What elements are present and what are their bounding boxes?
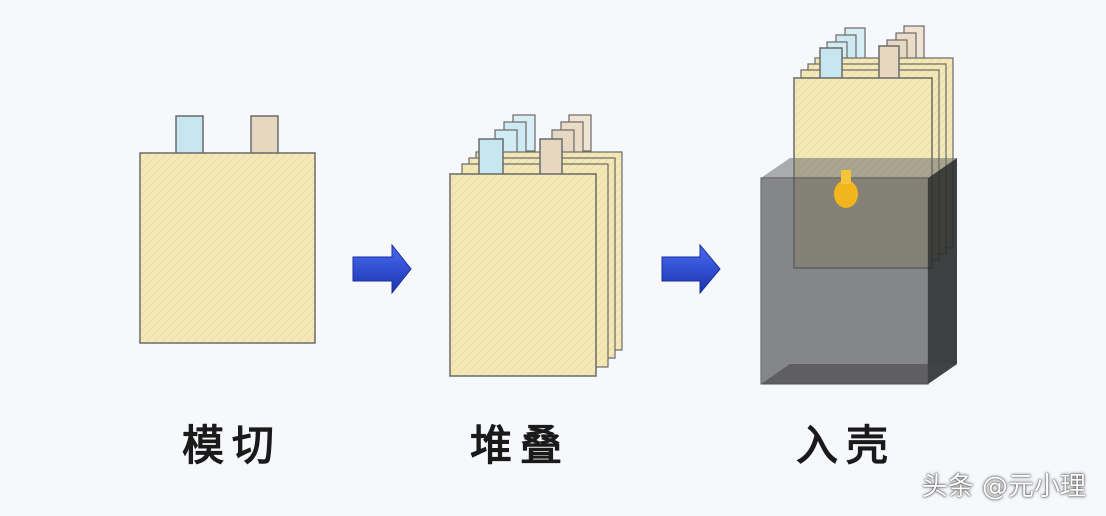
electrode-sheet [139,152,316,344]
right-arrow-icon [352,243,412,295]
battery-case-floor [761,364,957,384]
step-casing [760,25,957,385]
anode-tab [250,115,279,155]
battery-case-front [760,177,929,385]
step-stacking [449,114,623,377]
anode-tab [878,45,900,81]
weld-point-icon [834,170,858,208]
cathode-tab [819,47,843,83]
watermark: 头条 @元小理 [921,472,1086,502]
step-die-cut-sheet [139,115,316,344]
right-arrow-icon [661,243,721,295]
cathode-tab [175,115,204,155]
battery-case-top [761,158,957,178]
anode-tab [539,138,563,178]
electrode-sheet [449,173,597,377]
step-label-casing: 入壳 [796,421,897,470]
step-label-stacking: 堆叠 [470,421,571,470]
step-label-die-cut: 模切 [182,421,283,470]
battery-case-side [928,158,957,384]
cathode-tab [478,138,504,178]
